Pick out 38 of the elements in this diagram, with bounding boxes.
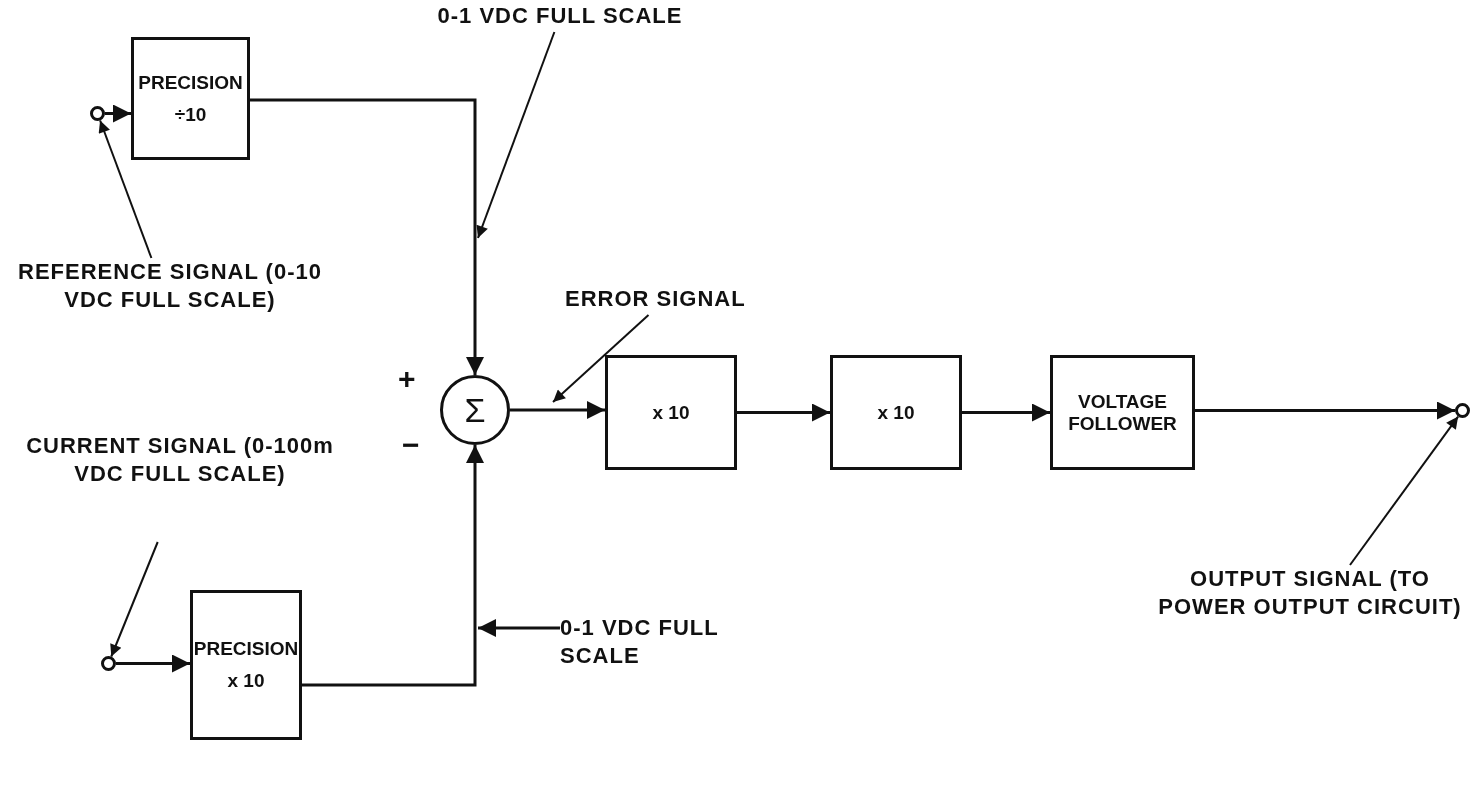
leader-line [552, 314, 650, 403]
block-label: x 10 [227, 670, 265, 692]
leader-line [478, 619, 560, 637]
block-label: x 10 [652, 401, 690, 424]
block-box [830, 355, 962, 470]
block-label: x 10 [877, 401, 915, 424]
leader-line [98, 119, 153, 259]
polarity-sign: + [398, 362, 416, 396]
signal-arrow [1195, 401, 1455, 420]
signal-annotation: ERROR SIGNAL [565, 285, 765, 313]
signal-arrow [962, 403, 1050, 422]
block-label: PRECISION [138, 71, 243, 94]
signal-arrow [302, 445, 484, 687]
block-box [605, 355, 737, 470]
leader-line [476, 31, 556, 239]
sigma-symbol: Σ [464, 390, 486, 430]
terminal-circle [90, 106, 105, 121]
signal-arrow [250, 98, 484, 375]
signal-arrow [510, 401, 605, 419]
leader-line [1349, 415, 1460, 566]
block-label: PRECISION [193, 638, 299, 660]
block-box [190, 590, 302, 740]
block-label: VOLTAGE FOLLOWER [1067, 390, 1178, 435]
signal-annotation: 0-1 VDC FULL SCALE [560, 614, 725, 669]
terminal-circle [1455, 403, 1470, 418]
signal-annotation: OUTPUT SIGNAL (TO POWER OUTPUT CIRCUIT) [1150, 565, 1470, 620]
signal-annotation: REFERENCE SIGNAL (0-10 VDC FULL SCALE) [10, 258, 330, 313]
signal-arrow [105, 104, 131, 123]
leader-line [110, 541, 159, 658]
signal-arrow [737, 403, 830, 422]
block-box [1050, 355, 1195, 470]
polarity-sign: − [402, 428, 420, 462]
signal-annotation: 0-1 VDC FULL SCALE [390, 2, 730, 30]
signal-annotation: CURRENT SIGNAL (0-100m VDC FULL SCALE) [10, 432, 350, 487]
block-label: ÷10 [174, 103, 207, 126]
block-box [131, 37, 250, 160]
terminal-circle [101, 656, 116, 671]
signal-arrow [116, 654, 190, 673]
